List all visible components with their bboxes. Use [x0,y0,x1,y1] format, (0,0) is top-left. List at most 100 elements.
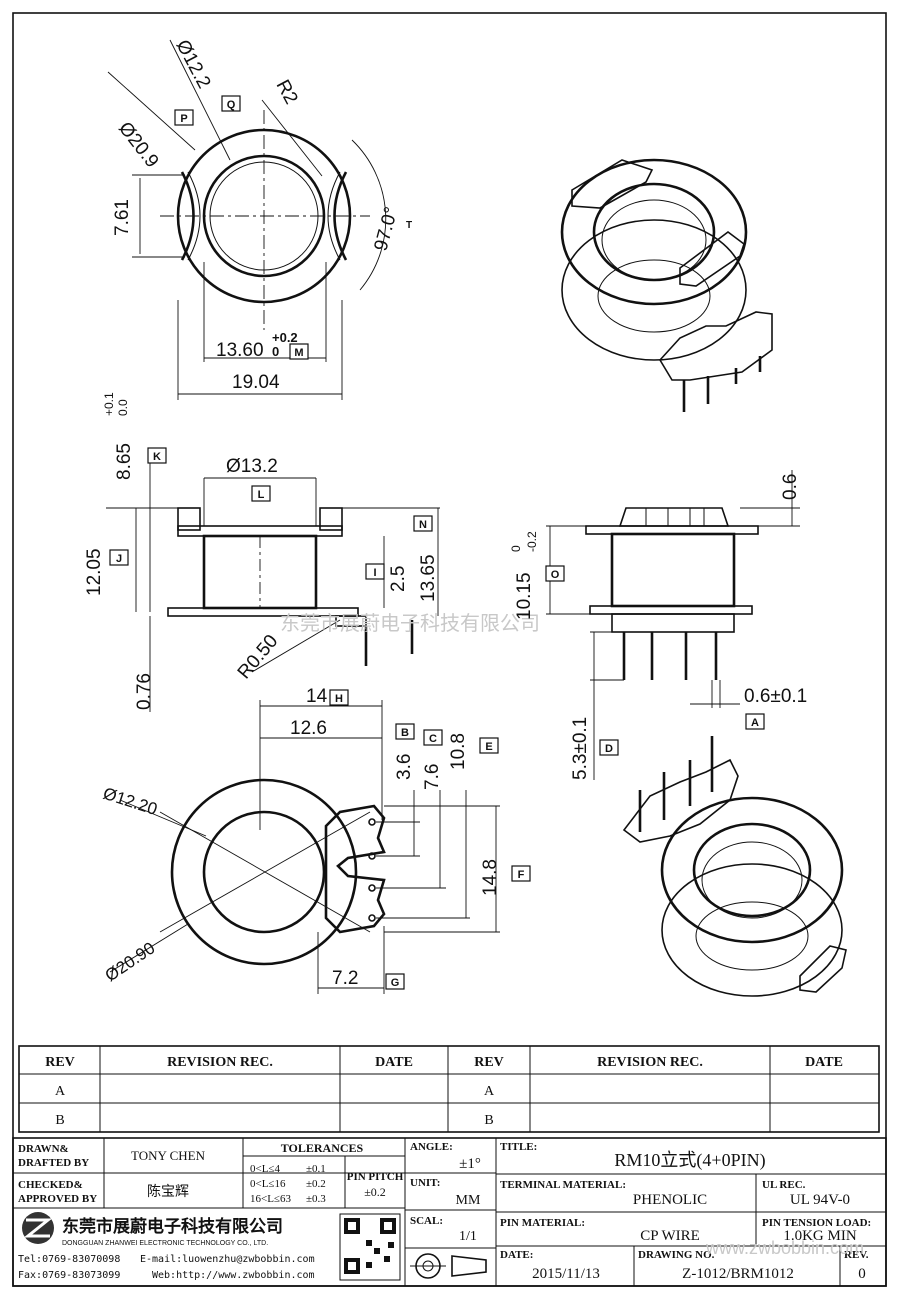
bottom-inner-dia: Ø12.20 [101,784,160,819]
bottom-p148: 14.8 [480,859,501,896]
pin-pitch-label: PIN PITCH [347,1171,404,1183]
unit-label: UNIT: [410,1177,440,1189]
tol-value-3: ±0.3 [306,1193,326,1205]
terminal-label: TERMINAL MATERIAL: [500,1179,626,1191]
side-top-flange: 0.6 [780,474,801,500]
rev-value: 0 [858,1266,866,1282]
top-radius: R2 [272,76,302,107]
angle-label: ANGLE: [410,1141,453,1153]
projection-symbol-icon [410,1253,487,1279]
bottom-view: 14 H 12.6 B 3.6 C 7.6 10.8 E 14.8 F 7.2 … [101,686,531,994]
tag-o: O [551,569,560,581]
company-web: Web:http://www.zwbobbin.com [152,1270,315,1281]
tag-b: B [401,727,409,739]
tag-c: C [429,733,437,745]
front-flange-gap: 2.5 [388,566,409,592]
qr-code-icon [339,1213,401,1281]
approved-by: 陈宝辉 [147,1183,189,1199]
front-flange-thick: 0.76 [134,673,155,710]
company-name-en: DONGGUAN ZHANWEI ELECTRONIC TECHNOLOGY C… [62,1240,268,1247]
ul-label: UL REC. [762,1179,806,1191]
drawn-label-1: DRAWN& [18,1143,69,1155]
pin-tension-label: PIN TENSION LOAD: [762,1217,871,1229]
date-value: 2015/11/13 [532,1266,600,1282]
tol-range-2: 0<L≤16 [250,1178,286,1190]
tolerances-label: TOLERANCES [281,1141,364,1155]
marker-t: T [406,220,412,231]
tag-h: H [335,693,343,705]
side-body-tol-lower: -0.2 [525,531,539,552]
rev-label: REV. [844,1249,869,1261]
scale-value: 1/1 [459,1229,477,1244]
rev-row-b-left: B [55,1113,64,1128]
top-width-inner: 13.60 [216,340,264,361]
watermark-url: www.zwbobbin.com [705,1238,864,1258]
rev-rec-header-2: REVISION REC. [597,1055,703,1070]
tag-a: A [751,717,759,729]
date-header-1: DATE [375,1055,413,1070]
rev-row-a-left: A [55,1084,66,1099]
rev-header-2: REV [474,1055,504,1070]
front-height-top: 8.65 [114,443,135,480]
tag-f: F [518,869,525,881]
front-height-right: 13.65 [418,554,439,602]
rev-row-a-right: A [484,1084,495,1099]
isometric-view-bottom [622,736,847,997]
rev-rec-header-1: REVISION REC. [167,1055,273,1070]
title-value: RM10立式(4+0PIN) [614,1150,765,1171]
side-body-height: 10.15 [514,572,535,620]
top-width-tol-zero: 0 [272,344,279,359]
front-total-height: 12.05 [84,548,105,596]
pin-material-label: PIN MATERIAL: [500,1217,585,1229]
company-fax: Fax:0769-83073099 [18,1270,120,1281]
side-pin-length: 5.3±0.1 [570,717,591,780]
tag-g: G [391,977,400,989]
unit-value: MM [456,1193,481,1208]
tag-m: M [294,347,303,359]
company-logo-icon [22,1212,54,1244]
title-block: DRAWN& DRAFTED BY TONY CHEN CHECKED& APP… [12,1137,887,1287]
top-outer-dia: Ø20.9 [114,118,162,172]
revision-table: REV REVISION REC. DATE REV REVISION REC.… [18,1045,880,1133]
front-fillet: R0.50 [234,631,283,683]
tag-p: P [180,113,187,125]
company-name-cn: 东莞市展蔚电子科技有限公司 [62,1216,283,1236]
top-width-outer: 19.04 [232,372,280,393]
bottom-p36: 3.6 [394,754,415,780]
pin-tension-value: 1.0KG MIN [783,1228,856,1244]
front-height-top-tol-plus: +0.1 [102,392,116,416]
pin-material-value: CP WIRE [640,1228,700,1244]
bottom-p108: 10.8 [448,733,469,770]
bottom-span-14: 14 [306,686,328,707]
date-header-2: DATE [805,1055,843,1070]
tag-l: L [258,489,265,501]
drawn-by: TONY CHEN [131,1148,206,1163]
bottom-outer-dia: Ø20.90 [102,938,159,985]
top-view: Ø20.9 P Ø12.2 Q R2 7.61 97.0° T 13.60 +0… [107,36,412,400]
tag-q: Q [227,99,236,111]
drawing-no-label: DRAWING NO. [638,1249,715,1261]
front-view: K 8.65 +0.1 0.0 Ø13.2 L 12.05 J I 2.5 13… [84,392,440,712]
tag-j: J [116,553,122,565]
date-label: DATE: [500,1249,533,1261]
bottom-p76: 7.6 [422,764,443,790]
tol-value-1: ±0.1 [306,1163,326,1175]
top-angle: 97.0° [371,205,403,253]
rev-row-b-right: B [484,1113,493,1128]
terminal-value: PHENOLIC [633,1192,707,1208]
angle-value: ±1° [459,1156,481,1172]
drawn-label-2: DRAFTED BY [18,1157,89,1169]
tag-k: K [153,451,161,463]
tag-n: N [419,519,427,531]
isometric-view-top [560,158,773,412]
top-width-tol-plus: +0.2 [272,330,298,345]
title-label: TITLE: [500,1141,537,1153]
pin-pitch-value: ±0.2 [364,1185,386,1199]
checked-label-1: CHECKED& [18,1179,83,1191]
side-body-tol-upper: 0 [509,545,523,552]
ul-value: UL 94V-0 [790,1192,850,1208]
sheet-border [12,12,887,1287]
front-barrel-dia: Ø13.2 [226,456,278,477]
bottom-span-126: 12.6 [290,718,327,739]
